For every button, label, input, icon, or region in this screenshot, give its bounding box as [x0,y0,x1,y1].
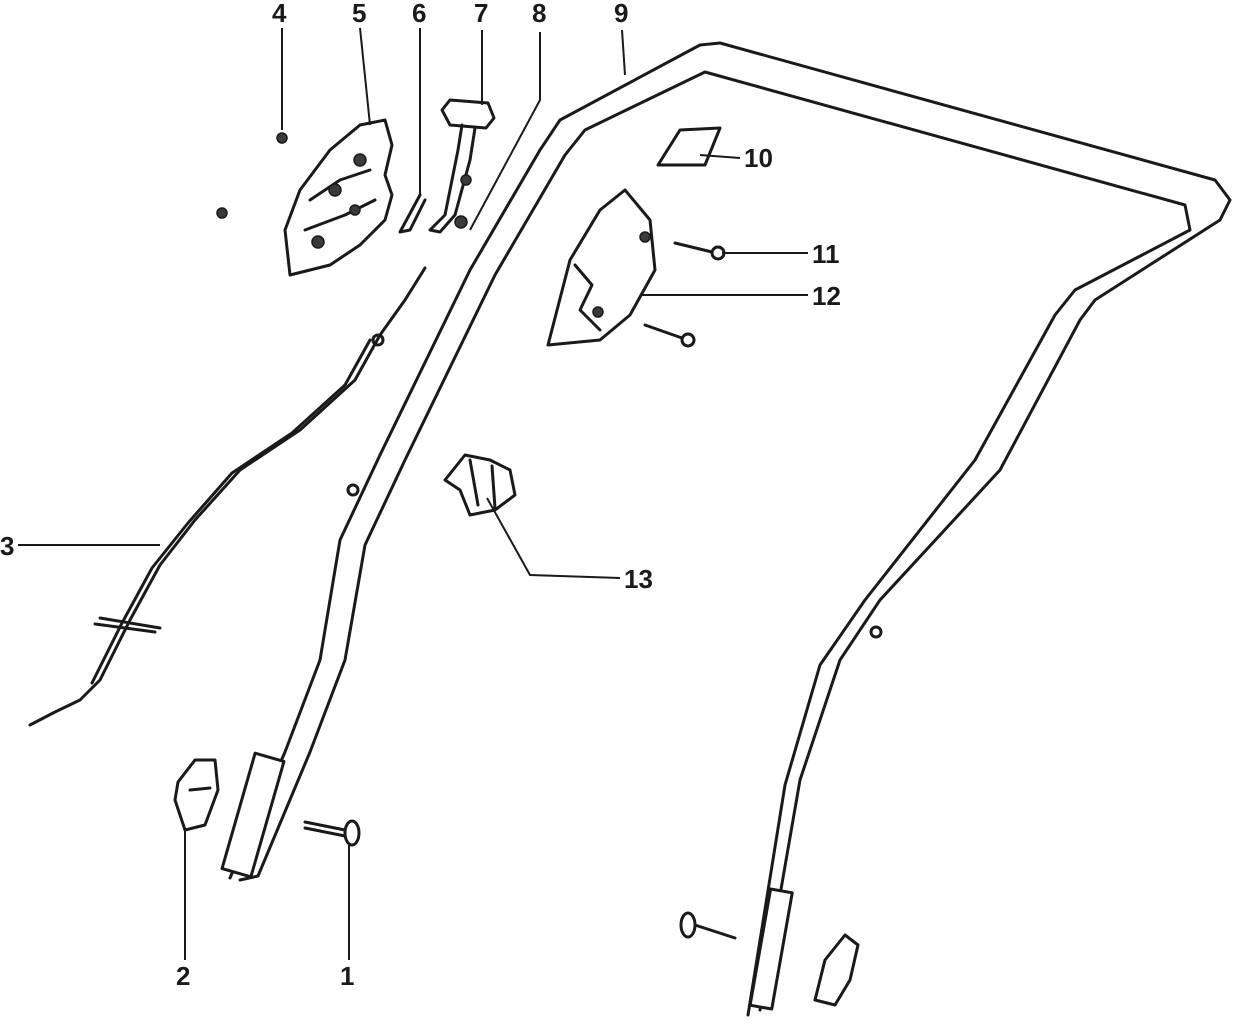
callout-7: 7 [474,0,488,28]
leader-lines [18,27,808,960]
callout-13: 13 [624,564,653,594]
control-lever [428,98,496,234]
decal [656,126,722,167]
callout-11: 11 [812,239,840,269]
cable-clip [443,453,517,517]
bolt-left [303,819,361,847]
handle-knob-left [173,758,220,832]
nut-4 [216,132,288,219]
screws [643,241,726,348]
callout-2: 2 [176,961,190,991]
callout-3: 3 [0,531,14,561]
callout-10: 10 [744,143,773,173]
callout-12: 12 [812,281,841,311]
control-housing-left [283,118,394,277]
control-cable [28,266,427,727]
handle-tube [220,41,1232,1017]
callout-6: 6 [412,0,426,28]
spring-clip [398,193,427,234]
callout-5: 5 [352,0,366,28]
handle-knob-right [813,933,860,1007]
callout-8: 8 [532,0,546,28]
callout-9: 9 [614,0,628,28]
control-housing-right [546,188,657,347]
callout-4: 4 [272,0,287,28]
bolt-right [679,911,737,940]
callout-1: 1 [340,961,354,991]
callout-labels: 4 5 6 7 8 9 10 11 12 3 13 2 1 [0,0,841,991]
